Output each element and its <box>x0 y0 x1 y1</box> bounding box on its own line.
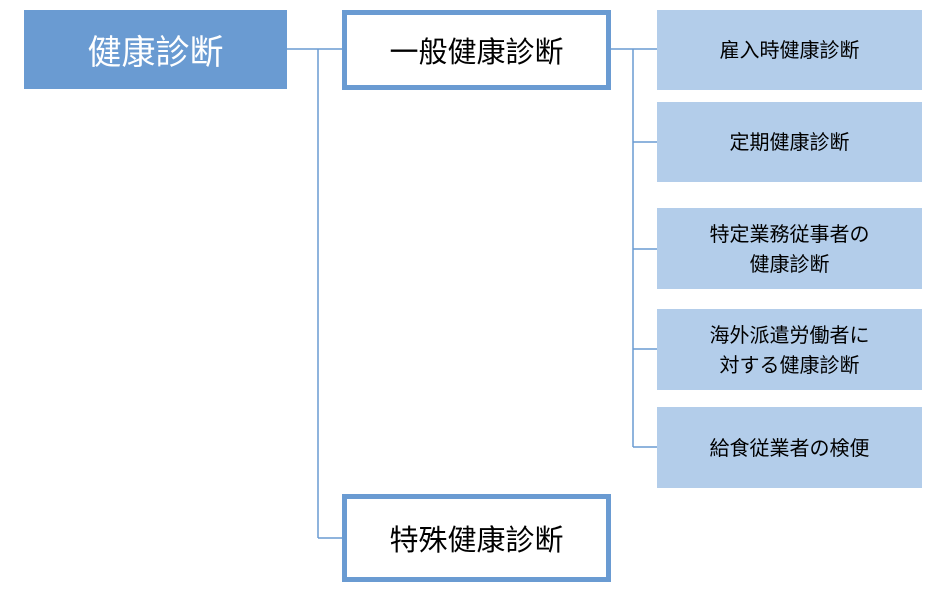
special-checkup-node: 特殊健康診断 <box>342 494 611 582</box>
leaf-specific-duty-checkup: 特定業務従事者の 健康診断 <box>657 208 922 289</box>
general-checkup-label: 一般健康診断 <box>389 35 564 69</box>
root-node-label: 健康診断 <box>87 33 224 73</box>
leaf-food-worker-stool-test-label: 給食従業者の検便 <box>709 435 870 460</box>
leaf-hiring-checkup-label: 雇入時健康診断 <box>719 38 860 62</box>
special-checkup-label: 特殊健康診断 <box>389 523 564 557</box>
root-node: 健康診断 <box>24 10 287 89</box>
leaf-periodic-checkup: 定期健康診断 <box>657 102 922 182</box>
leaf-overseas-dispatch-checkup-label: 海外派遣労働者に 対する健康診断 <box>709 322 870 377</box>
general-checkup-node: 一般健康診断 <box>342 10 611 90</box>
leaf-food-worker-stool-test: 給食従業者の検便 <box>657 407 922 488</box>
leaf-hiring-checkup: 雇入時健康診断 <box>657 10 922 90</box>
leaf-specific-duty-checkup-label: 特定業務従事者の 健康診断 <box>709 221 870 276</box>
leaf-periodic-checkup-label: 定期健康診断 <box>729 130 850 154</box>
leaf-overseas-dispatch-checkup: 海外派遣労働者に 対する健康診断 <box>657 309 922 390</box>
